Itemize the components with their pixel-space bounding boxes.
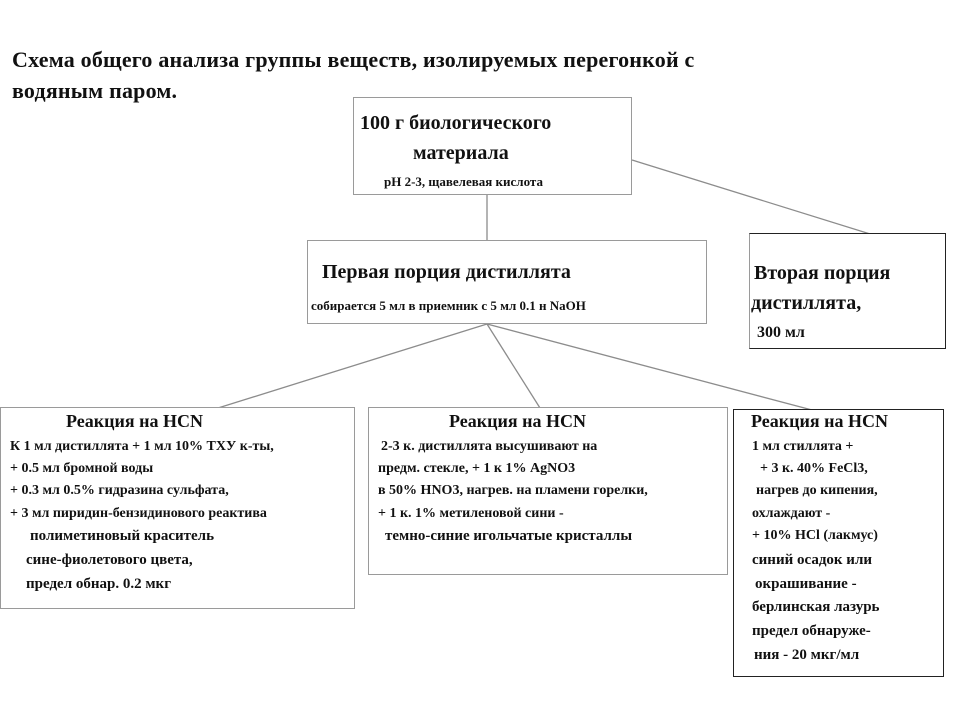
- diagram-title-line-2: водяным паром.: [12, 78, 178, 103]
- reaction-2-line-1: 2-3 к. дистиллята высушивают на: [381, 439, 598, 454]
- reaction-3-line-1: 1 мл стиллята +: [752, 439, 854, 454]
- reaction-3-title: Реакция на HCN: [751, 411, 888, 431]
- reaction-1-box: [0, 407, 355, 609]
- reaction-1-line-7: предел обнар. 0.2 мкг: [26, 576, 172, 592]
- reaction-3-line-3: нагрев до кипения,: [756, 483, 878, 498]
- reaction-2-line-4: + 1 к. 1% метиленовой сини -: [378, 506, 564, 521]
- second-portion-line-1: Вторая порция: [754, 262, 891, 284]
- reaction-3-line-8: берлинская лазурь: [752, 599, 880, 615]
- first-portion-note: собирается 5 мл в приемник с 5 мл 0.1 н …: [311, 298, 586, 313]
- reaction-2-line-2: предм. стекле, + 1 к 1% AgNO3: [378, 461, 576, 476]
- second-portion-line-3: 300 мл: [757, 324, 805, 341]
- reaction-3-box: [733, 409, 944, 677]
- first-portion-title: Первая порция дистиллята: [322, 261, 571, 283]
- reaction-3-line-6: синий осадок или: [752, 552, 872, 568]
- reaction-1-line-6: сине-фиолетового цвета,: [26, 552, 193, 568]
- reaction-1-line-1: К 1 мл дистиллята + 1 мл 10% ТХУ к-ты,: [10, 439, 274, 454]
- connector-first-to-reaction2: [486, 323, 541, 409]
- source-material-box: [353, 97, 632, 195]
- reaction-2-line-5: темно-синие игольчатые кристаллы: [385, 528, 633, 544]
- source-material-note: pH 2-3, щавелевая кислота: [384, 174, 543, 189]
- reaction-1-line-2: + 0.5 мл бромной воды: [10, 461, 154, 476]
- source-material-line-2: материала: [413, 142, 509, 164]
- diagram-title: Схема общего анализа группы веществ, изо…: [12, 44, 872, 106]
- diagram-title-line-1: Схема общего анализа группы веществ, изо…: [12, 47, 695, 72]
- connector-source-to-second: [631, 159, 897, 243]
- second-portion-line-2: дистиллята,: [751, 292, 862, 314]
- reaction-2-title: Реакция на HCN: [449, 411, 586, 431]
- reaction-3-line-5: + 10% HCl (лакмус): [752, 528, 878, 543]
- reaction-1-line-4: + 3 мл пиридин-бензидинового реактива: [10, 506, 267, 521]
- reaction-1-title: Реакция на HCN: [66, 411, 203, 431]
- reaction-3-line-2: + 3 к. 40% FeCl3,: [760, 461, 868, 476]
- second-portion-box: [749, 233, 946, 349]
- reaction-3-line-4: охлаждают -: [752, 506, 831, 521]
- connector-first-to-reaction1: [217, 323, 488, 409]
- reaction-3-line-10: ния - 20 мкг/мл: [754, 647, 860, 663]
- reaction-1-line-3: + 0.3 мл 0.5% гидразина сульфата,: [10, 483, 229, 498]
- connector-first-to-reaction3: [486, 323, 813, 411]
- reaction-3-line-9: предел обнаруже-: [752, 623, 871, 639]
- reaction-2-box: [368, 407, 728, 575]
- reaction-3-line-7: окрашивание -: [755, 576, 857, 592]
- reaction-1-line-5: полиметиновый краситель: [30, 528, 215, 544]
- source-material-line-1: 100 г биологического: [360, 112, 552, 134]
- first-portion-box: [307, 240, 707, 324]
- reaction-2-line-3: в 50% HNO3, нагрев. на пламени горелки,: [378, 483, 648, 498]
